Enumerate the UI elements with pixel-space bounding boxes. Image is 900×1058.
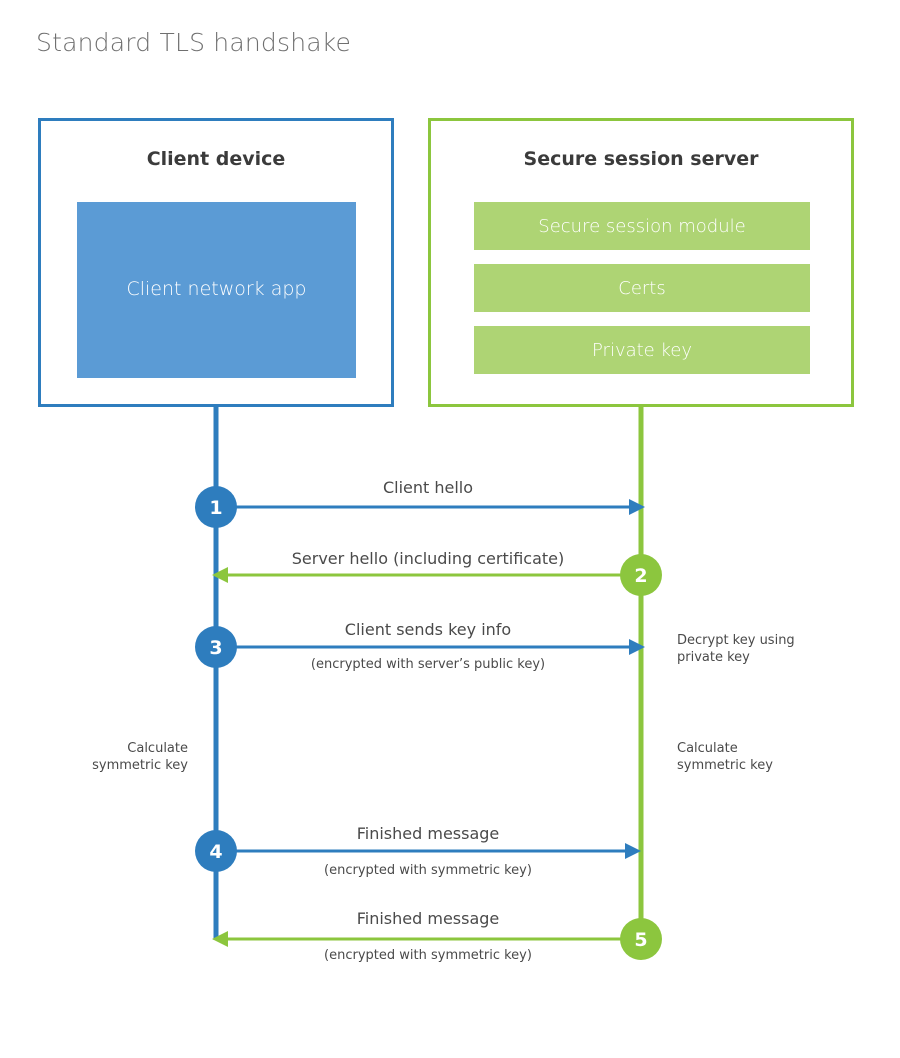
- step-node-5-number: 5: [634, 929, 647, 951]
- server-calculate-note-line2: symmetric key: [677, 758, 773, 774]
- server-calculate-symmetric-key-note: Calculate symmetric key: [677, 740, 773, 774]
- step-1-arrow: [216, 499, 645, 515]
- step-3-arrow: [216, 639, 645, 655]
- server-decrypt-note-line1: Decrypt key using: [677, 633, 795, 648]
- page-title: Standard TLS handshake: [36, 28, 352, 57]
- step-node-3-number: 3: [209, 637, 222, 659]
- step-4-label: Finished message: [356, 824, 500, 843]
- secure-session-server-box: Secure session server Secure session mod…: [428, 118, 854, 407]
- step-node-2-number: 2: [634, 565, 647, 587]
- step-3-sublabel: (encrypted with server’s public key): [310, 657, 546, 672]
- step-node-1: 1: [195, 486, 237, 528]
- step-4-sublabel: (encrypted with symmetric key): [324, 863, 532, 878]
- step-node-1-number: 1: [209, 497, 222, 519]
- step-3-label: Client sends key info: [344, 620, 512, 639]
- step-node-4-number: 4: [209, 841, 222, 863]
- client-device-box: Client device Client network app: [38, 118, 394, 407]
- client-calculate-note-line2: symmetric key: [92, 758, 188, 774]
- server-decrypt-note: Decrypt key using private key: [677, 632, 795, 666]
- server-component-secure-session-module: Secure session module: [474, 202, 810, 250]
- server-calculate-note-line1: Calculate: [677, 741, 738, 756]
- step-5-sublabel: (encrypted with symmetric key): [324, 948, 532, 963]
- step-node-3: 3: [195, 626, 237, 668]
- secure-session-server-title: Secure session server: [523, 148, 759, 170]
- client-calculate-symmetric-key-note: Calculate symmetric key: [58, 740, 188, 774]
- step-node-2: 2: [620, 554, 662, 596]
- server-components-stack: Secure session module Certs Private key: [474, 202, 810, 374]
- step-2-label: Server hello (including certificate): [291, 549, 565, 568]
- step-2-arrow: [212, 567, 641, 583]
- client-network-app-block: Client network app: [77, 202, 356, 378]
- step-5-label: Finished message: [356, 909, 500, 928]
- step-node-4: 4: [195, 830, 237, 872]
- client-calculate-note-line1: Calculate: [127, 741, 188, 756]
- step-5-arrow: [212, 931, 641, 947]
- step-4-arrow: [216, 843, 641, 859]
- server-decrypt-note-line2: private key: [677, 650, 750, 666]
- step-1-label: Client hello: [382, 478, 474, 497]
- client-device-title: Client device: [146, 148, 286, 170]
- server-component-certs: Certs: [474, 264, 810, 312]
- server-component-private-key: Private key: [474, 326, 810, 374]
- step-node-5: 5: [620, 918, 662, 960]
